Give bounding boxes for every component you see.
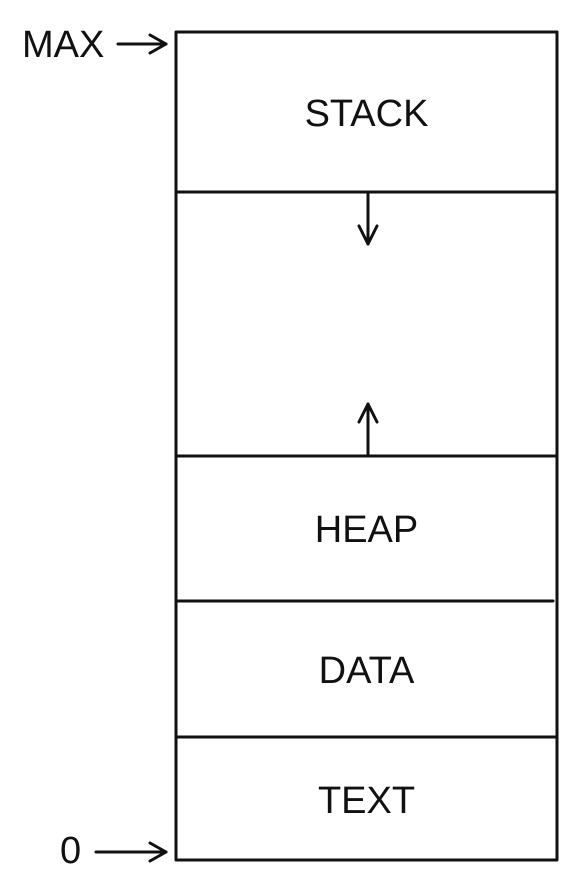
heap-segment-label: HEAP <box>314 509 419 551</box>
max-pointer-arrow <box>116 33 168 55</box>
memory-block-outline <box>174 30 559 862</box>
data-segment-label: DATA <box>318 650 415 692</box>
text-segment-label: TEXT <box>317 780 416 822</box>
zero-pointer-arrow <box>94 841 168 863</box>
heap-growth-arrow <box>357 402 379 458</box>
stack-growth-arrow <box>357 190 379 246</box>
stack-segment-label: STACK <box>304 93 429 135</box>
max-address-label: MAX <box>22 24 105 66</box>
zero-address-label: 0 <box>60 830 82 872</box>
